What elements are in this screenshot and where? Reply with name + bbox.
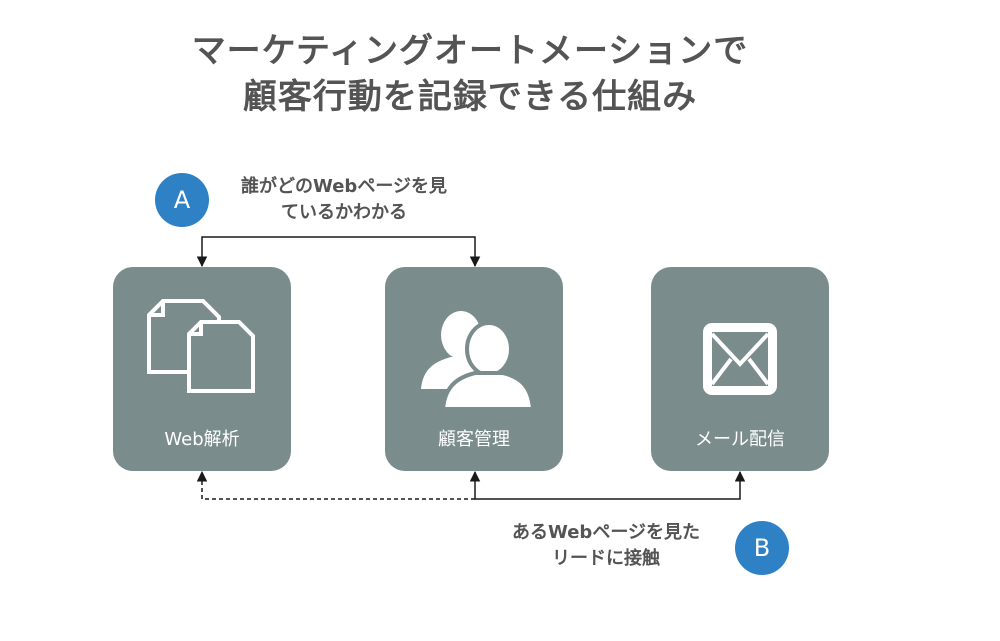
web-analytics-label: Web解析	[164, 429, 240, 450]
caption-b: あるWebページを見た リードに接触	[475, 520, 737, 572]
title-line-1: マーケティングオートメーションで	[191, 31, 749, 71]
web-analytics-box: Web解析	[113, 267, 291, 471]
users-icon	[421, 311, 536, 411]
connector-b-solid	[469, 470, 746, 500]
documents-icon	[147, 299, 255, 393]
diagram-title: マーケティングオートメーションで 顧客行動を記録できる仕組み	[0, 28, 940, 120]
caption-a: 誰がどのWebページを見 ているかわかる	[218, 174, 470, 226]
email-delivery-box: メール配信	[651, 267, 829, 471]
caption-a-line-2: ているかわかる	[281, 202, 407, 223]
connector-a	[196, 236, 481, 268]
caption-a-line-1: 誰がどのWebページを見	[241, 176, 447, 197]
customer-management-label: 顧客管理	[438, 429, 510, 450]
connector-b-dashed	[196, 470, 475, 500]
title-line-2: 顧客行動を記録できる仕組み	[242, 77, 698, 117]
caption-b-line-1: あるWebページを見た	[512, 522, 700, 543]
badge-b: B	[735, 521, 789, 575]
customer-management-box: 顧客管理	[385, 267, 563, 471]
envelope-icon	[703, 323, 777, 395]
email-delivery-label: メール配信	[695, 429, 785, 450]
caption-b-line-2: リードに接触	[552, 548, 660, 569]
badge-a: A	[155, 173, 209, 227]
